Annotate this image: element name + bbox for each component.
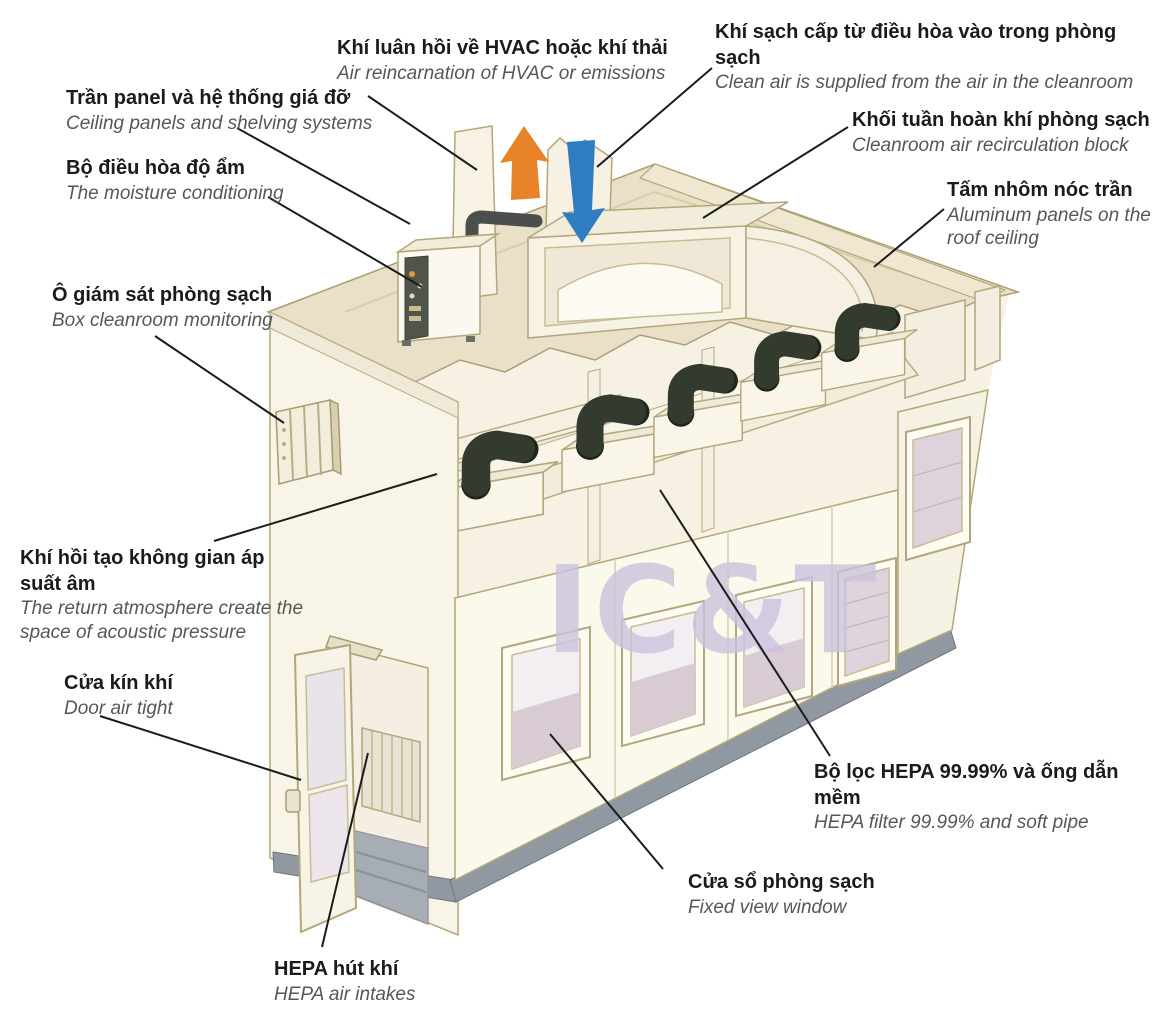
leader-door bbox=[99, 715, 302, 781]
label-hepa-filter: Bộ lọc HEPA 99.99% và ống dẫn mềm HEPA f… bbox=[814, 760, 1158, 835]
label-moisture-vn: Bộ điều hòa độ ẩm bbox=[66, 157, 245, 179]
label-monitoring: Ô giám sát phòng sạch Box cleanroom moni… bbox=[52, 283, 273, 332]
leader-lines bbox=[99, 67, 945, 948]
label-aluminum-vn: Tấm nhôm nóc trần bbox=[947, 179, 1133, 201]
label-clean-air-vn: Khí sạch cấp từ điều hòa vào trong phòng… bbox=[715, 21, 1117, 69]
monitoring-box bbox=[275, 398, 342, 485]
back-window-frame bbox=[974, 285, 1001, 372]
label-window-en: Fixed view window bbox=[688, 896, 847, 918]
label-moisture-en: The moisture conditioning bbox=[66, 182, 284, 204]
control-panel bbox=[404, 255, 429, 341]
doorway bbox=[349, 647, 429, 926]
back-window-frame bbox=[904, 299, 966, 400]
label-hepa-intake-en: HEPA air intakes bbox=[274, 983, 416, 1005]
label-hepa-filter-en: HEPA filter 99.99% and soft pipe bbox=[814, 812, 1089, 834]
label-door-vn: Cửa kín khí bbox=[64, 672, 173, 694]
label-hepa-filter-vn: Bộ lọc HEPA 99.99% và ống dẫn mềm bbox=[814, 761, 1119, 809]
label-recirculation-en: Cleanroom air recirculation block bbox=[852, 134, 1129, 156]
label-ceiling-panels: Trần panel và hệ thống giá đỡ Ceiling pa… bbox=[66, 86, 372, 135]
recirculation-block bbox=[527, 201, 878, 341]
air-tight-door bbox=[285, 635, 384, 934]
leader-monitoring bbox=[154, 335, 285, 424]
label-monitoring-vn: Ô giám sát phòng sạch bbox=[52, 284, 273, 306]
label-recirculation-vn: Khối tuần hoàn khí phòng sạch bbox=[852, 109, 1150, 131]
label-return-air: Khí hồi tạo không gian áp suất âm The re… bbox=[20, 546, 305, 644]
label-door: Cửa kín khí Door air tight bbox=[64, 671, 173, 720]
label-hvac-return-en: Air reincarnation of HVAC or emissions bbox=[337, 62, 666, 84]
label-window: Cửa sổ phòng sạch Fixed view window bbox=[688, 870, 875, 919]
label-recirculation: Khối tuần hoàn khí phòng sạch Cleanroom … bbox=[852, 108, 1150, 157]
label-hvac-return-vn: Khí luân hồi về HVAC hoặc khí thải bbox=[337, 37, 668, 59]
label-ceiling-panels-vn: Trần panel và hệ thống giá đỡ bbox=[66, 87, 351, 109]
label-return-air-vn: Khí hồi tạo không gian áp suất âm bbox=[20, 547, 265, 595]
label-door-en: Door air tight bbox=[64, 697, 173, 719]
leader-hepa-filter bbox=[659, 489, 831, 757]
left-wall-top-rail bbox=[269, 311, 459, 419]
label-clean-air-en: Clean air is supplied from the air in th… bbox=[715, 72, 1134, 94]
label-hvac-return: Khí luân hồi về HVAC hoặc khí thải Air r… bbox=[337, 36, 668, 85]
leader-window bbox=[549, 733, 664, 870]
leader-hepa-intake bbox=[321, 752, 369, 948]
exhaust-arrow-up bbox=[500, 126, 549, 200]
door-handle bbox=[285, 789, 301, 813]
leader-clean-air bbox=[596, 67, 713, 168]
label-hepa-intake-vn: HEPA hút khí bbox=[274, 958, 399, 980]
watermark-logo: IC&T bbox=[545, 542, 880, 681]
duct-pipe bbox=[465, 210, 543, 251]
leader-hvac-return bbox=[367, 95, 478, 171]
leader-recirculation bbox=[702, 126, 849, 219]
fixed-view-windows bbox=[501, 415, 971, 782]
leader-moisture bbox=[267, 196, 423, 288]
label-ceiling-panels-en: Ceiling panels and shelving systems bbox=[66, 112, 373, 134]
leader-return-air bbox=[213, 473, 438, 542]
label-window-vn: Cửa sổ phòng sạch bbox=[688, 871, 875, 893]
label-return-air-en: The return atmosphere create the space o… bbox=[20, 598, 304, 643]
label-monitoring-en: Box cleanroom monitoring bbox=[52, 309, 273, 331]
supply-arrow-down bbox=[562, 140, 605, 243]
label-aluminum: Tấm nhôm nóc trần Aluminum panels on the… bbox=[947, 178, 1152, 251]
leader-aluminum bbox=[873, 208, 945, 268]
label-aluminum-en: Aluminum panels on the roof ceiling bbox=[947, 204, 1151, 250]
label-hepa-intake: HEPA hút khí HEPA air intakes bbox=[274, 957, 416, 1006]
label-moisture: Bộ điều hòa độ ẩm The moisture condition… bbox=[66, 156, 284, 205]
leader-ceiling-panels bbox=[236, 127, 411, 225]
label-clean-air: Khí sạch cấp từ điều hòa vào trong phòng… bbox=[715, 20, 1158, 95]
moisture-conditioner bbox=[395, 210, 543, 346]
